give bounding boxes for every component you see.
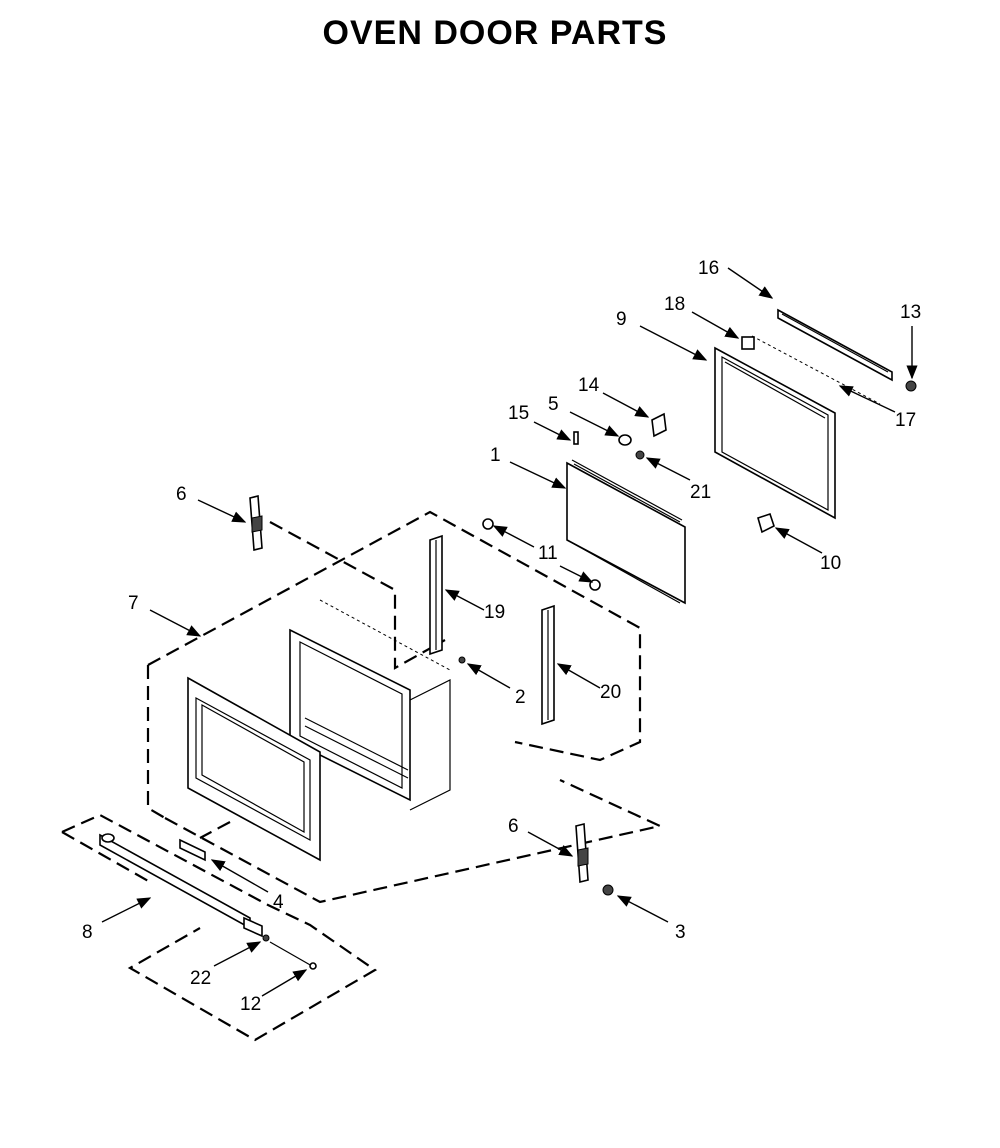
assembly-outline-handle [61, 813, 378, 1042]
part-21-screw [635, 450, 645, 460]
callout-1: 1 [490, 445, 501, 466]
callout-6-lower: 6 [508, 816, 519, 837]
part-6-hinge-lower [575, 822, 589, 884]
part-7-outer-door [187, 676, 321, 862]
page-title: OVEN DOOR PARTS [322, 14, 668, 52]
part-3-screw [602, 884, 614, 896]
part-4-handle-support [179, 838, 206, 862]
callout-4: 4 [273, 892, 284, 913]
callout-labels: 16 13 18 9 17 14 5 15 1 21 6 11 10 7 19 … [82, 258, 921, 1015]
part-8-handle [99, 833, 263, 938]
callout-21: 21 [690, 482, 711, 503]
callout-12: 12 [240, 994, 261, 1015]
part-5-spacer [618, 434, 632, 446]
part-20-right-channel [541, 604, 555, 726]
part-12-screw [269, 941, 317, 970]
part-14-bracket [651, 412, 667, 438]
part-13-screw [905, 380, 917, 392]
part-15-pin [573, 431, 579, 445]
callout-6-upper: 6 [176, 484, 187, 505]
part-18-clip [741, 336, 755, 350]
callout-8: 8 [82, 922, 93, 943]
callout-3: 3 [675, 922, 686, 943]
callout-14: 14 [578, 375, 600, 396]
callout-22: 22 [190, 968, 211, 989]
part-16-top-trim [777, 308, 893, 382]
part-9-outer-glass [714, 346, 836, 520]
callout-10: 10 [820, 553, 841, 574]
part-1-inner-glass [566, 459, 686, 605]
part-2-inner-frame [289, 599, 466, 811]
callout-2: 2 [515, 687, 526, 708]
assembly-outline-main [146, 510, 664, 904]
callout-17: 17 [895, 410, 916, 431]
callout-9: 9 [616, 309, 627, 330]
callout-7: 7 [128, 593, 139, 614]
part-17-gasket [751, 335, 881, 405]
callout-20: 20 [600, 682, 621, 703]
part-10-bumper [757, 512, 775, 534]
callout-18: 18 [664, 294, 685, 315]
callout-15: 15 [508, 403, 529, 424]
callout-5: 5 [548, 394, 559, 415]
callout-11: 11 [538, 543, 558, 564]
part-22-set-screw [262, 934, 270, 942]
leader-lines [101, 267, 918, 997]
callout-13: 13 [900, 302, 921, 323]
part-6-hinge-upper [249, 494, 263, 552]
callout-16: 16 [698, 258, 719, 279]
callout-19: 19 [484, 602, 505, 623]
part-11-screw-upper [482, 518, 494, 530]
part-19-left-channel [429, 534, 443, 656]
